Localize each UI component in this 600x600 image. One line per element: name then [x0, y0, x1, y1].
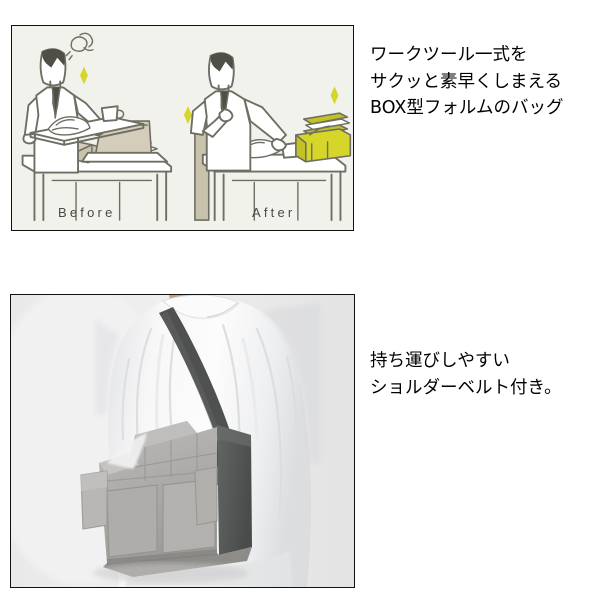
before-after-illustration-svg: .ln { fill:none; stroke:#6e6e63; stroke-…	[12, 26, 353, 230]
shoulder-bag-photo-panel	[10, 294, 355, 588]
before-after-illustration-panel: .ln { fill:none; stroke:#6e6e63; stroke-…	[11, 25, 354, 231]
feature-caption-box-form-line-1: ワークツール一式を	[370, 45, 528, 65]
stress-mark-icon	[65, 32, 94, 61]
scene-after	[80, 52, 352, 222]
bag-right-pocket	[194, 466, 218, 526]
feature-caption-shoulder-belt: 持ち運びしやすい ショルダーベルト付き。	[370, 348, 598, 401]
bag-side-panel	[217, 425, 252, 555]
sparkle-icon-1	[80, 66, 88, 85]
feature-caption-box-form: ワークツール一式を サクッと素早くしまえる BOX型フォルムのバッグ	[370, 42, 598, 122]
caption-after: After	[252, 205, 296, 220]
person-after	[189, 52, 287, 172]
feature-caption-shoulder-belt-line-1: 持ち運びしやすい	[370, 351, 510, 371]
caption-before: Before	[58, 205, 116, 220]
sparkle-icon-2	[183, 106, 192, 125]
feature-caption-box-form-line-3: BOX型フォルムのバッグ	[370, 98, 564, 118]
feature-caption-box-form-line-2: サクッと素早くしまえる	[370, 71, 562, 92]
messy-tray	[29, 105, 145, 146]
shoulder-bag-photo-svg	[11, 295, 354, 587]
yellow-box-bag	[295, 112, 352, 163]
bag-top-tab-1	[135, 421, 197, 447]
feature-caption-shoulder-belt-line-2: ショルダーベルト付き。	[370, 377, 562, 398]
scene-before	[21, 32, 173, 222]
